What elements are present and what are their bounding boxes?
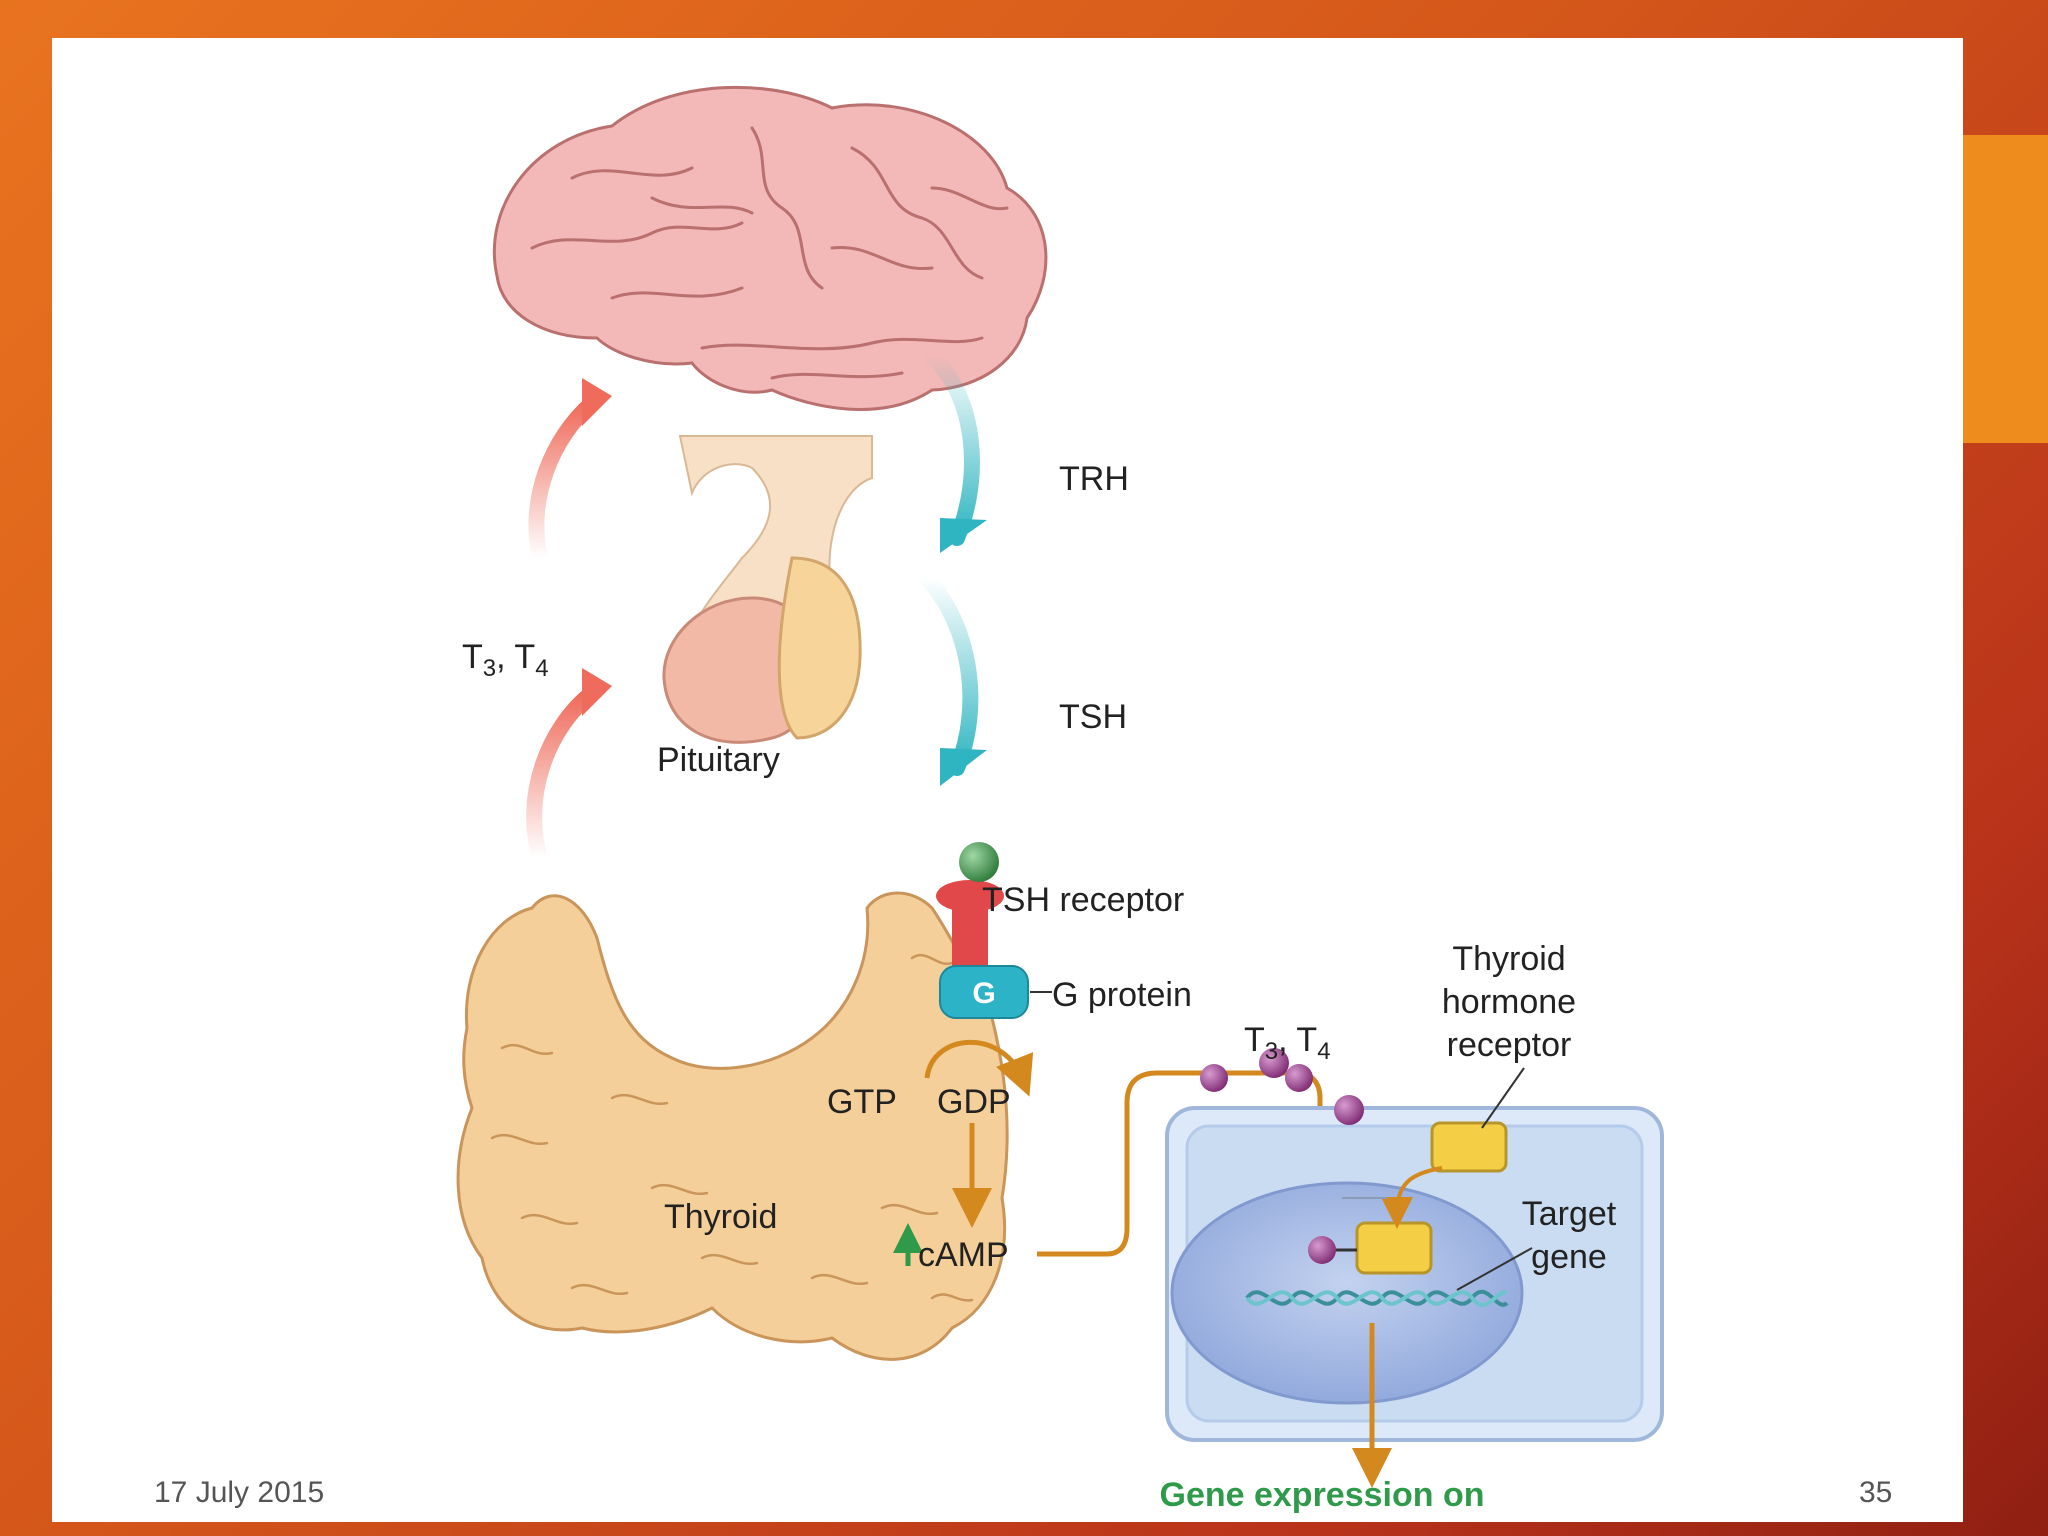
thyroid-hormone-receptor-label-2: hormone bbox=[1442, 983, 1576, 1021]
thyroid-hormone-receptor-label-3: receptor bbox=[1447, 1026, 1572, 1064]
pituitary-illustration bbox=[662, 435, 873, 744]
camp-label: cAMP bbox=[918, 1236, 1009, 1274]
brain-illustration bbox=[492, 85, 1048, 412]
dna-helix-icon bbox=[1245, 1289, 1509, 1307]
accent-tab bbox=[1963, 135, 2048, 443]
feedback-arrows bbox=[526, 378, 612, 866]
footer-page-number: 35 bbox=[1859, 1476, 1893, 1509]
nuclear-hormone-receptor-icon bbox=[1355, 1221, 1433, 1275]
g-protein-letter: G bbox=[972, 977, 995, 1010]
t3-t4-hormone-dots bbox=[1200, 1048, 1364, 1125]
thyroid-label: Thyroid bbox=[664, 1198, 777, 1236]
pituitary-label: Pituitary bbox=[657, 741, 780, 779]
target-gene-label-1: Target bbox=[1522, 1195, 1617, 1233]
gtp-label: GTP bbox=[827, 1083, 897, 1121]
thyroid-axis-diagram: G TRH bbox=[456, 85, 1664, 1514]
trh-label: TRH bbox=[1059, 460, 1129, 498]
t3-t4-label-left: T3, T4 bbox=[462, 638, 549, 682]
thyroid-gland-illustration bbox=[456, 891, 1009, 1361]
thyroid-hormone-receptor-label-1: Thyroid bbox=[1452, 940, 1565, 978]
gene-expression-label: Gene expression on bbox=[1160, 1476, 1485, 1514]
target-cell-illustration bbox=[1165, 1067, 1664, 1488]
tsh-receptor-icon bbox=[936, 842, 1004, 988]
gtp-gdp-arrow bbox=[924, 1039, 1034, 1097]
cytoplasmic-hormone-receptor-icon bbox=[1430, 1121, 1508, 1173]
camp-pathway-line bbox=[1037, 1070, 1340, 1257]
tsh-label: TSH bbox=[1059, 698, 1127, 736]
t3-t4-label-right: T3, T4 bbox=[1244, 1021, 1331, 1065]
target-gene-label-2: gene bbox=[1531, 1238, 1607, 1276]
footer-date: 17 July 2015 bbox=[154, 1476, 325, 1509]
g-protein-icon: G bbox=[939, 965, 1052, 1019]
gdp-label: GDP bbox=[937, 1083, 1011, 1121]
slide: G TRH bbox=[52, 38, 1963, 1522]
release-arrows bbox=[919, 348, 987, 786]
tsh-receptor-label: TSH receptor bbox=[982, 881, 1184, 919]
g-protein-label: G protein bbox=[1052, 976, 1192, 1014]
